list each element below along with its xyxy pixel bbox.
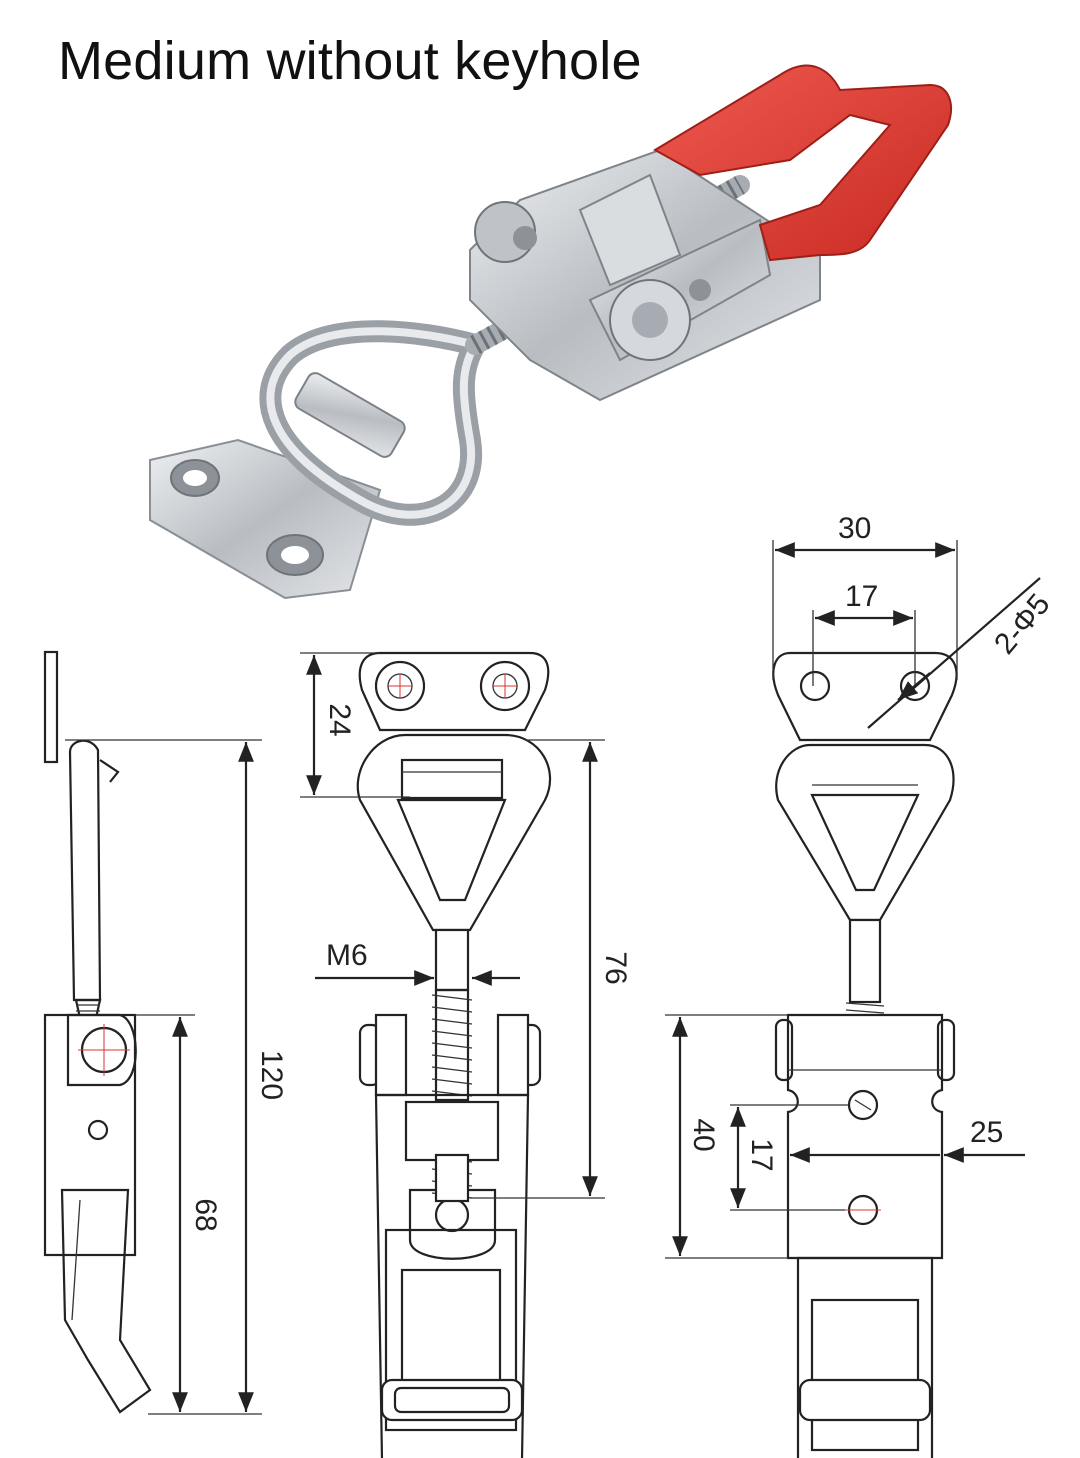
dim-body-height: 40 xyxy=(687,1118,720,1151)
front-view: 24 M6 76 xyxy=(300,651,632,1458)
dim-thread: M6 xyxy=(326,939,368,972)
side-view: 120 68 xyxy=(43,650,288,1415)
dim-handle-length: 68 xyxy=(189,1198,222,1231)
dim-top-width: 30 xyxy=(838,512,871,545)
cross-bar xyxy=(578,173,682,287)
dim-overall-length: 120 xyxy=(255,1050,288,1100)
dim-hole-spec: 2-Φ5 xyxy=(988,588,1057,661)
dim-body-width: 25 xyxy=(970,1116,1003,1149)
page-title: Medium without keyhole xyxy=(58,31,642,91)
back-view: 30 17 2-Φ5 40 17 25 xyxy=(665,512,1057,1458)
dim-hole-spacing: 17 xyxy=(845,580,878,613)
dim-plate-height: 24 xyxy=(323,703,356,736)
red-handle-grip xyxy=(653,64,952,262)
dim-loop-to-pivot: 76 xyxy=(599,951,632,984)
loop-clip xyxy=(294,372,406,458)
product-photo xyxy=(149,64,952,600)
dim-body-hole-spacing: 17 xyxy=(745,1138,778,1171)
